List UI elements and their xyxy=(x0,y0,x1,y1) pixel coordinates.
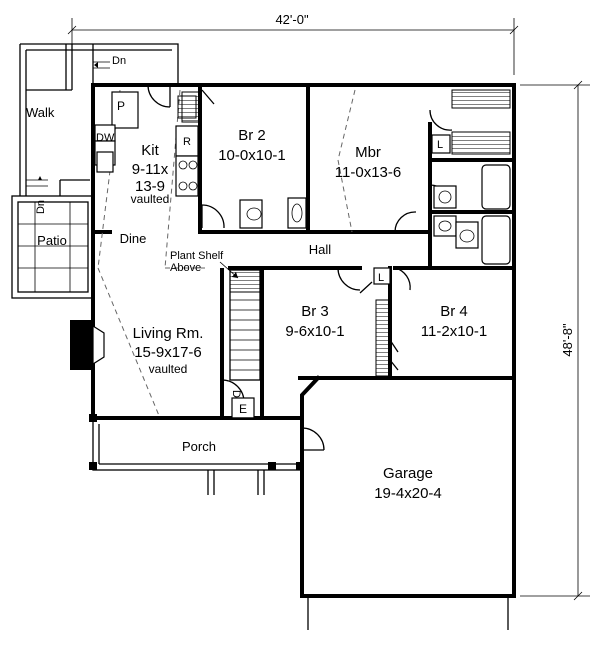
room-br3: Br 3 9-6x10-1 xyxy=(285,303,344,340)
sink-icon xyxy=(438,190,452,204)
range-label: R xyxy=(183,136,191,148)
plant-shelf-label-2: Above xyxy=(170,262,201,274)
br2-name: Br 2 xyxy=(238,127,266,144)
bathtub-icon xyxy=(481,164,511,210)
living-name: Living Rm. xyxy=(133,325,204,342)
kit-size-2: 13-9 xyxy=(135,178,165,195)
dine-label: Dine xyxy=(120,231,147,246)
mbr-closet-2 xyxy=(451,131,511,155)
room-kit: Kit 9-11x 13-9 vaulted xyxy=(131,142,170,206)
width-dimension: 42'-0" xyxy=(67,12,519,85)
living-size: 15-9x17-6 xyxy=(134,344,202,361)
fireplace-icon xyxy=(70,320,105,370)
room-br2: Br 2 10-0x10-1 xyxy=(218,127,286,164)
linen-closet-2 xyxy=(373,267,391,285)
walk-label: Walk xyxy=(26,105,55,120)
entry-label: E xyxy=(239,402,247,416)
kit-note: vaulted xyxy=(131,192,170,206)
walk-down-label: Dn xyxy=(112,55,126,67)
dishwasher-label: DW xyxy=(96,132,115,144)
br3-closet xyxy=(375,299,391,377)
br2-size: 10-0x10-1 xyxy=(218,147,286,164)
pantry xyxy=(111,91,139,129)
br4-size: 11-2x10-1 xyxy=(421,323,487,340)
kit-size-1: 9-11x xyxy=(132,161,169,178)
width-dimension-label: 42'-0" xyxy=(275,12,309,27)
depth-dimension-label: 48'-8" xyxy=(560,323,575,357)
br3-name: Br 3 xyxy=(301,303,329,320)
toilet-icon xyxy=(246,207,262,221)
bathtub-icon xyxy=(481,215,511,265)
plant-shelf-label-1: Plant Shelf xyxy=(170,250,224,262)
range-icon xyxy=(175,155,199,197)
patio-area: Patio xyxy=(11,195,93,299)
depth-dimension: 48'-8" xyxy=(520,80,590,601)
porch: Porch xyxy=(89,414,509,630)
garage-name: Garage xyxy=(383,465,433,482)
kit-name: Kit xyxy=(141,142,159,159)
sink-icon xyxy=(96,151,114,173)
garage-size: 19-4x20-4 xyxy=(374,485,442,502)
mbr-size: 11-0x13-6 xyxy=(335,164,401,181)
br4-name: Br 4 xyxy=(440,303,468,320)
porch-label: Porch xyxy=(182,439,216,454)
room-living: Living Rm. 15-9x17-6 vaulted xyxy=(133,325,204,376)
patio-label: Patio xyxy=(37,233,67,248)
linen-closet xyxy=(431,134,451,154)
toilet-icon xyxy=(459,229,475,243)
room-garage: Garage 19-4x20-4 xyxy=(374,465,442,502)
linen-label-2: L xyxy=(378,272,384,284)
pantry-label: P xyxy=(117,99,125,113)
bath-fixtures: L L xyxy=(181,89,511,377)
interior-walls xyxy=(91,83,516,420)
walk-area: Dn Walk Dn xyxy=(19,43,179,214)
mbr-closet-1 xyxy=(451,89,511,109)
stoop-down-label: Dn xyxy=(35,200,47,214)
br3-size: 9-6x10-1 xyxy=(285,323,344,340)
linen-label-1: L xyxy=(437,139,443,151)
plant-shelf-note: Plant Shelf Above xyxy=(170,250,239,279)
hall-label: Hall xyxy=(309,242,332,257)
living-note: vaulted xyxy=(149,362,188,376)
stair: Dn E xyxy=(229,269,261,419)
br2-closet xyxy=(181,91,201,123)
room-br4: Br 4 11-2x10-1 xyxy=(421,303,487,340)
room-mbr: Mbr 11-0x13-6 xyxy=(335,144,401,181)
sink-icon xyxy=(291,203,303,223)
mbr-name: Mbr xyxy=(355,144,381,161)
